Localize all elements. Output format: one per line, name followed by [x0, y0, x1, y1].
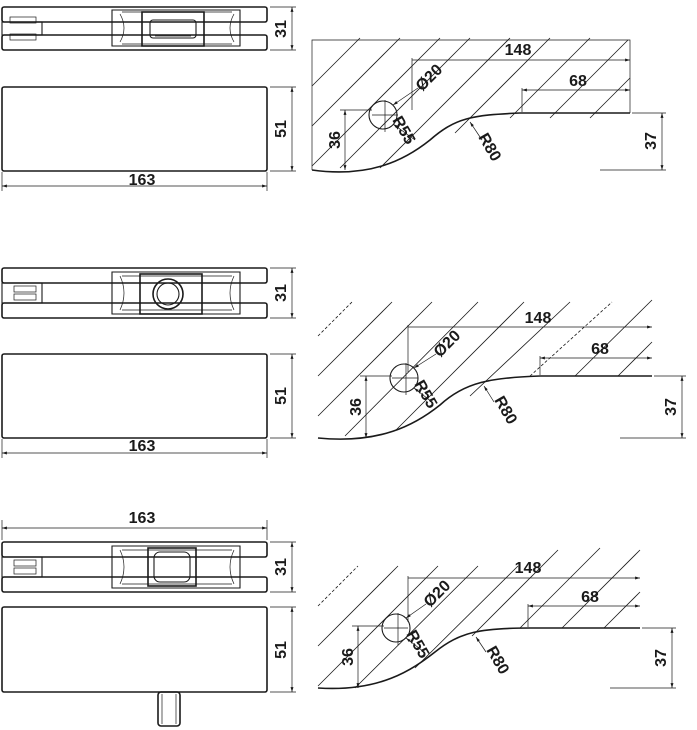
dimension-label: R80	[475, 131, 504, 165]
length-dimension-163-b: 163	[1, 438, 268, 458]
profile-dimension-148-c: 148	[407, 560, 640, 622]
clamp-side-view-2	[1, 353, 268, 439]
dimension-label: 37	[643, 132, 660, 150]
profile-depth-36-c: 36	[340, 625, 384, 688]
height-dimension-31-c: 31	[270, 541, 296, 593]
dimension-label: 31	[273, 20, 290, 38]
drawing-set-2: 31 51 163	[1, 267, 686, 458]
dimension-label: 37	[663, 398, 680, 416]
length-dimension-163-a: 163	[1, 172, 268, 191]
clamp-front-view-1	[1, 6, 268, 51]
height-dimension-51-c: 51	[270, 606, 296, 693]
dimension-label: 163	[129, 172, 156, 189]
clamp-front-view-3	[1, 541, 268, 593]
profile-dimension-68-c: 68	[527, 589, 640, 627]
profile-dimension-68-a: 68	[521, 73, 630, 112]
profile-dimension-68-b: 68	[539, 341, 652, 375]
dimension-label: 36	[327, 131, 344, 149]
radius-callout-r55-b: R55	[411, 378, 440, 412]
drawing-set-3: 163 31 5	[1, 510, 676, 727]
dimension-label: R80	[491, 394, 520, 428]
clamp-side-view-3	[1, 606, 268, 727]
hole-diameter-callout-b: Ø20	[413, 327, 464, 369]
radius-callout-r80-a: R80	[469, 121, 504, 165]
profile-depth-37-c: 37	[610, 627, 676, 689]
height-dimension-31-b: 31	[270, 267, 296, 319]
length-dimension-163-c: 163	[1, 510, 268, 540]
profile-depth-37-b: 37	[620, 375, 686, 439]
dimension-label: 36	[348, 398, 365, 416]
hole-diameter-callout-c: Ø20	[405, 577, 454, 619]
dimension-label: 51	[273, 387, 290, 405]
dimension-label: 31	[273, 284, 290, 302]
glass-cutout-profile-1	[311, 37, 631, 173]
dimension-label: 163	[129, 510, 156, 527]
dimension-label: 51	[273, 641, 290, 659]
dimension-label: R80	[483, 644, 512, 678]
radius-callout-r80-b: R80	[483, 385, 520, 428]
dimension-label: 148	[505, 42, 532, 59]
glass-cutout-profile-2	[317, 299, 653, 440]
height-dimension-51-a: 51	[270, 86, 296, 172]
hole-diameter-callout-a: Ø20	[392, 61, 446, 106]
radius-callout-r80-c: R80	[475, 636, 512, 678]
radius-callout-r55-a: R55	[389, 114, 418, 148]
dimension-label: 31	[273, 558, 290, 576]
radius-callout-r55-c: R55	[403, 628, 432, 662]
height-dimension-51-b: 51	[270, 353, 296, 439]
dimension-label: 36	[340, 648, 357, 666]
dimension-label: R55	[389, 114, 418, 148]
profile-depth-36-a: 36	[327, 109, 372, 170]
height-dimension-31-a: 31	[270, 6, 296, 51]
clamp-side-view-1	[1, 86, 268, 172]
dimension-label: 68	[569, 73, 587, 90]
dimension-label: 68	[591, 341, 609, 358]
drawing-set-1: 31 51 163	[1, 6, 666, 191]
dimension-label: R55	[403, 628, 432, 662]
profile-depth-37-a: 37	[600, 112, 666, 171]
clamp-front-view-2	[1, 267, 268, 319]
profile-depth-36-b: 36	[348, 375, 392, 438]
dimension-label: 148	[515, 560, 542, 577]
dimension-label: 148	[525, 310, 552, 327]
glass-cutout-profile-3	[317, 547, 641, 690]
dimension-label: 163	[129, 438, 156, 455]
dimension-label: R55	[411, 378, 440, 412]
dimension-label: 51	[273, 120, 290, 138]
profile-dimension-148-a: 148	[411, 42, 630, 110]
profile-dimension-148-b: 148	[407, 310, 652, 372]
dimension-label: Ø20	[421, 577, 454, 610]
dimension-label: Ø20	[431, 327, 464, 360]
dimension-label: 68	[581, 589, 599, 606]
dimension-label: 37	[653, 649, 670, 667]
